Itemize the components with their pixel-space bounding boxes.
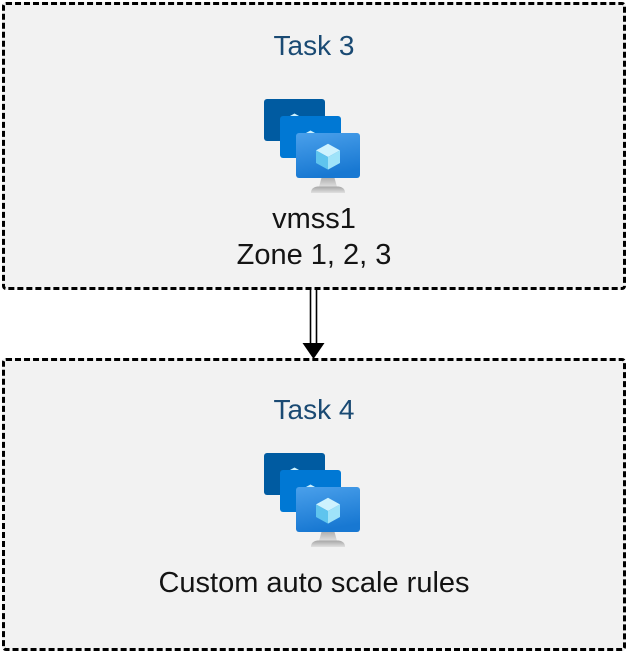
task3-box: Task 3 vmss1 Zone 1, 2, 3 [2,2,626,290]
task4-box: Task 4 Custom auto scale rules [2,358,626,651]
vm-scale-set-icon [261,97,368,195]
vm-scale-set-icon [261,451,368,549]
autoscale-rules-label: Custom auto scale rules [158,567,470,599]
zone-label: Zone 1, 2, 3 [236,239,392,271]
vmss-name-label: vmss1 [272,203,356,235]
task4-title: Task 4 [273,394,355,425]
task3-title: Task 3 [273,30,355,61]
down-arrow [302,289,325,359]
